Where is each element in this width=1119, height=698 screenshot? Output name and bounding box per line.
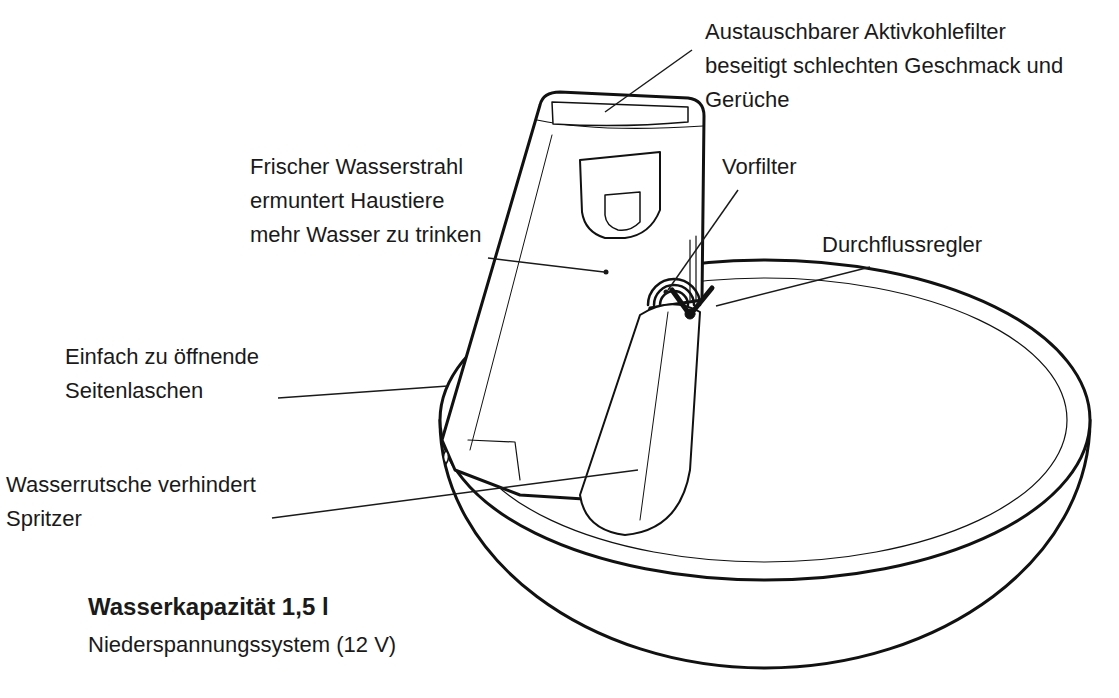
- leader-line: [668, 190, 738, 290]
- regulator-knob: [685, 309, 695, 319]
- spec-note: Niederspannungssystem (12 V): [88, 628, 396, 662]
- chute-center-line: [640, 312, 668, 520]
- callout-label: Austauschbarer Aktivkohlefilter beseitig…: [705, 15, 1065, 117]
- leader-lines: [272, 50, 870, 518]
- callout-dots: [604, 270, 669, 295]
- tower-edge-line: [470, 135, 552, 450]
- callout-label: Einfach zu öffnende Seitenlaschen: [65, 340, 295, 408]
- callout-label: Durchflussregler: [822, 228, 982, 262]
- leader-line: [605, 50, 692, 112]
- leader-line: [716, 267, 870, 306]
- leader-line: [272, 470, 638, 518]
- callout-label: Wasserrutsche verhindert Spritzer: [6, 468, 291, 536]
- filter-lid: [552, 102, 688, 126]
- callout-dot: [604, 270, 609, 275]
- callout-dot: [664, 290, 669, 295]
- callout-label: Frischer Wasserstrahl ermuntert Haustier…: [250, 150, 485, 252]
- water-spout: [580, 152, 660, 238]
- leader-line: [278, 386, 448, 398]
- side-tab: [444, 450, 449, 464]
- spout-opening: [605, 192, 640, 230]
- capacity-heading: Wasserkapazität 1,5 l: [88, 590, 329, 624]
- leader-line: [488, 258, 604, 272]
- water-chute: [580, 304, 700, 535]
- callout-label: Vorfilter: [722, 150, 797, 184]
- tower-cutout: [468, 440, 520, 480]
